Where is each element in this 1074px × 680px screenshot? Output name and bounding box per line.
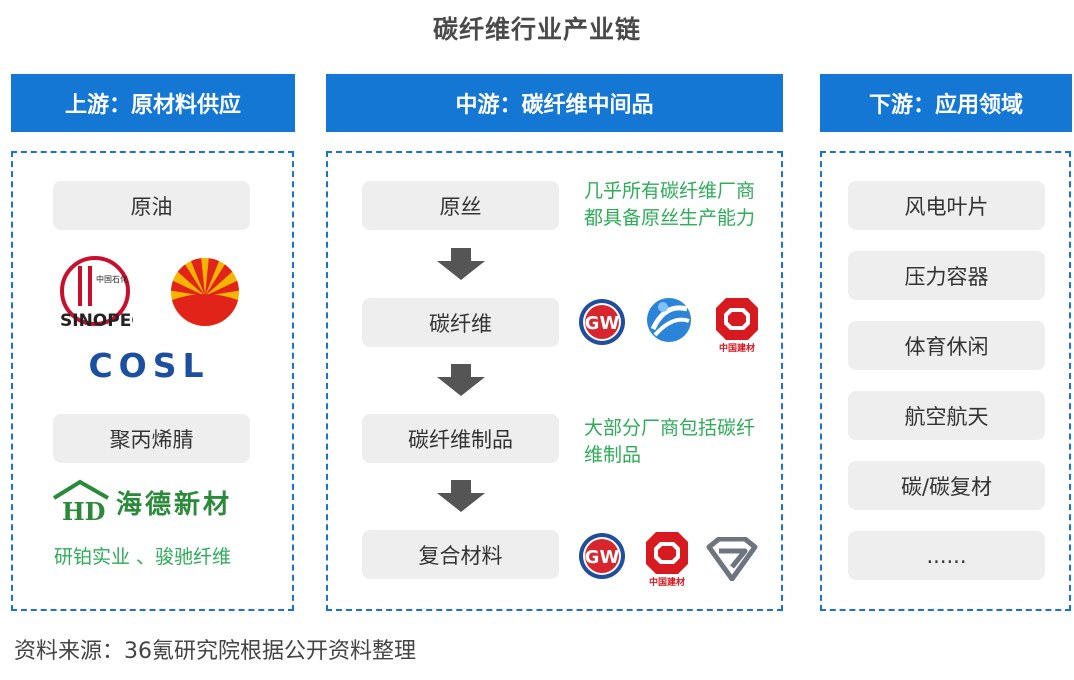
haide-name: 海德新材 [116,490,233,520]
sinopec-small-text: 中国石化 [96,274,128,284]
diamond-logo [705,536,759,582]
application-pressure-vessels: 压力容器 [848,251,1045,300]
arrow-down-icon [437,248,485,280]
arrow-down-icon [437,480,485,512]
application-aerospace: 航空航天 [848,391,1045,440]
gw-logo: GW [577,531,627,581]
upstream-item-pan: 聚丙烯腈 [53,414,250,463]
midstream-note-precursor: 几乎所有碳纤维厂商都具备原丝生产能力 [584,180,756,229]
downstream-header: 下游：应用领域 [820,74,1072,132]
cosl-logo: COSL [88,346,210,385]
downstream-box [820,151,1071,611]
haide-mark-text: HD [62,497,106,524]
gw-logo-text: GW [585,313,620,334]
midstream-box [326,151,783,611]
cnbm-logo: 中国建材 [712,296,762,354]
application-sports-leisure: 体育休闲 [848,321,1045,370]
gw-logo: GW [577,297,627,347]
upstream-header: 上游：原材料供应 [11,74,295,132]
midstream-header: 中游：碳纤维中间品 [326,74,783,132]
cnbm-logo: 中国建材 [642,530,692,588]
haide-mark-icon: HD [52,478,112,526]
arrow-down-icon [437,364,485,396]
application-wind-blades: 风电叶片 [848,181,1045,230]
upstream-box [11,151,294,611]
stage-precursor: 原丝 [362,181,559,230]
application-more: ...... [848,531,1045,580]
cnbm-logo-text: 中国建材 [719,342,755,354]
cnbm-logo-text: 中国建材 [649,576,685,588]
upstream-note: 研铂实业 、骏驰纤维 [54,546,232,568]
swirl-logo [643,295,695,345]
stage-carbon-fiber: 碳纤维 [362,298,559,347]
source-note: 资料来源：36氪研究院根据公开资料整理 [14,639,416,664]
stage-composites: 复合材料 [362,530,559,579]
petrochina-logo [167,256,243,328]
upstream-item-crude-oil: 原油 [53,181,250,230]
gw-logo-text: GW [585,547,620,568]
diagram-title: 碳纤维行业产业链 [432,15,641,44]
midstream-note-products: 大部分厂商包括碳纤维制品 [584,417,756,466]
stage-carbon-fiber-products: 碳纤维制品 [362,414,559,463]
application-cc-composites: 碳/碳复材 [848,461,1045,510]
